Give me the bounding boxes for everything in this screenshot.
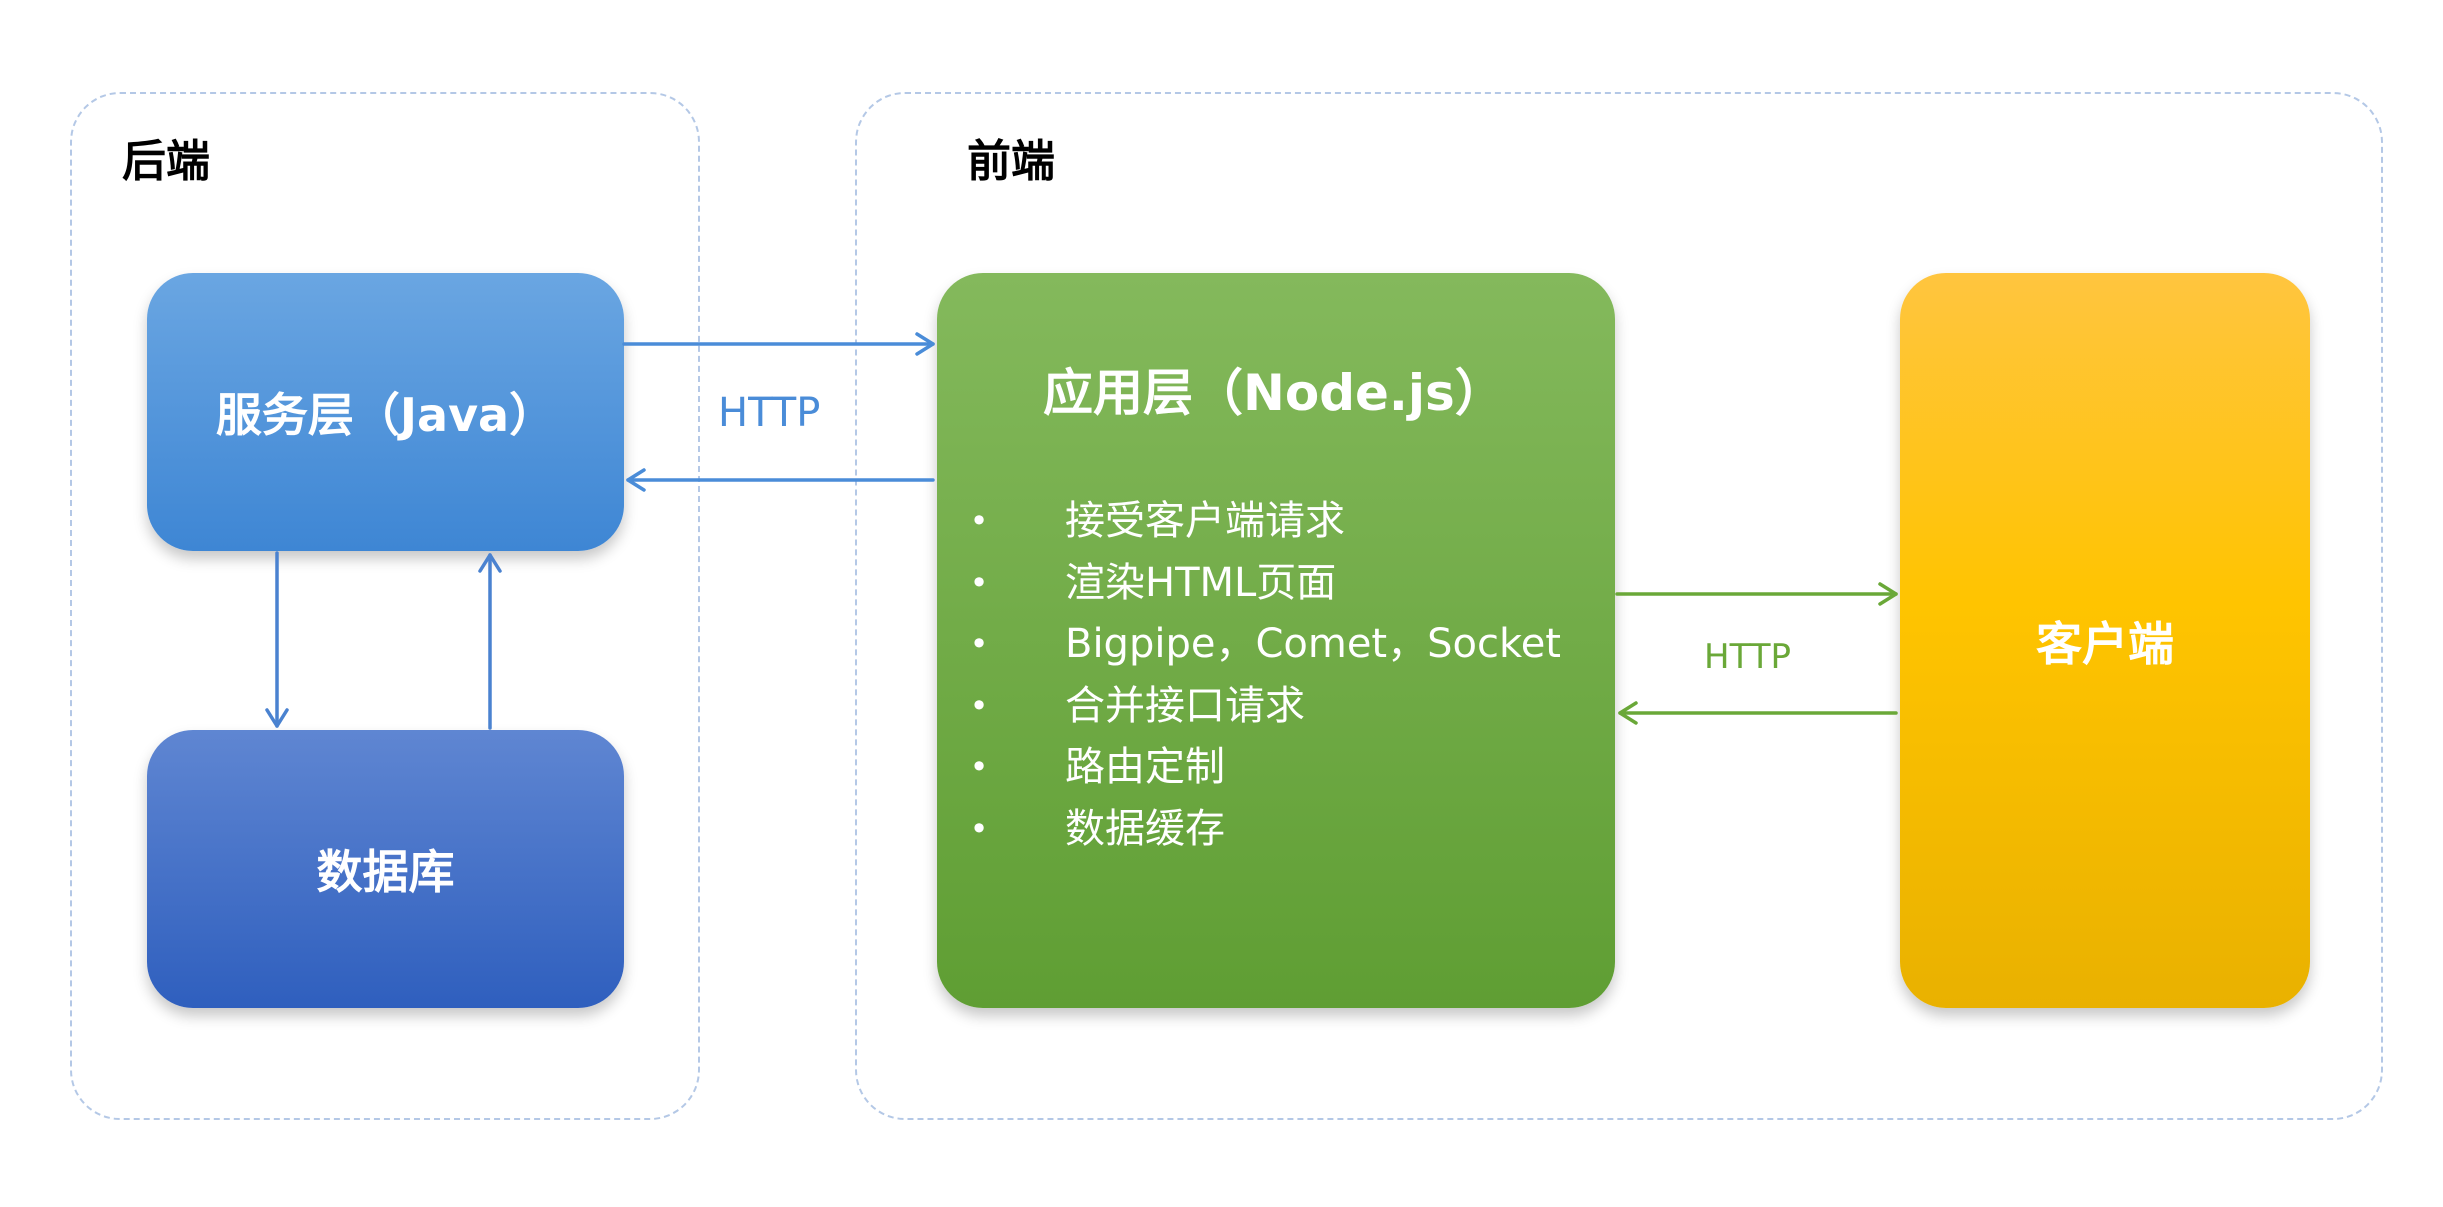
app-layer-title: 应用层（Node.js） — [1043, 364, 1505, 422]
arrowhead-icon — [1618, 701, 1638, 725]
bullet-icon: • — [969, 563, 989, 602]
app-feature-item: •渲染HTML页面 — [967, 553, 1561, 615]
service-layer-label: 服务层（Java） — [215, 388, 556, 442]
app-feature-item: •合并接口请求 — [967, 676, 1561, 738]
bullet-icon: • — [969, 686, 989, 725]
client-node: 客户端 — [1900, 273, 2310, 1008]
arrowhead-icon — [1878, 582, 1898, 606]
frontend-group — [855, 92, 2383, 1120]
database-label: 数据库 — [316, 845, 455, 899]
app-feature-item: •数据缓存 — [967, 799, 1561, 861]
bullet-icon: • — [969, 809, 989, 848]
arrowhead-icon — [265, 708, 289, 728]
arrowhead-icon — [478, 553, 502, 573]
arrowhead-icon — [626, 468, 646, 492]
service-layer-node: 服务层（Java） — [147, 273, 624, 551]
http-label-client: HTTP — [1704, 637, 1792, 677]
app-feature-item: •接受客户端请求 — [967, 491, 1561, 553]
backend-group-title: 后端 — [122, 136, 210, 187]
app-feature-item: •Bigpipe，Comet，Socket — [967, 614, 1561, 676]
frontend-group-title: 前端 — [967, 136, 1055, 187]
bullet-icon: • — [969, 502, 989, 540]
app-feature-item: •路由定制 — [967, 737, 1561, 799]
app-layer-node: 应用层（Node.js） •接受客户端请求 •渲染HTML页面 •Bigpipe… — [937, 273, 1615, 1008]
client-label: 客户端 — [2036, 616, 2174, 671]
database-node: 数据库 — [147, 730, 624, 1008]
bullet-icon: • — [969, 625, 989, 663]
bullet-icon: • — [969, 748, 989, 786]
app-feature-list: •接受客户端请求 •渲染HTML页面 •Bigpipe，Comet，Socket… — [967, 491, 1561, 860]
backend-group — [70, 92, 700, 1120]
http-label-backend: HTTP — [718, 390, 821, 436]
arrowhead-icon — [915, 332, 935, 356]
